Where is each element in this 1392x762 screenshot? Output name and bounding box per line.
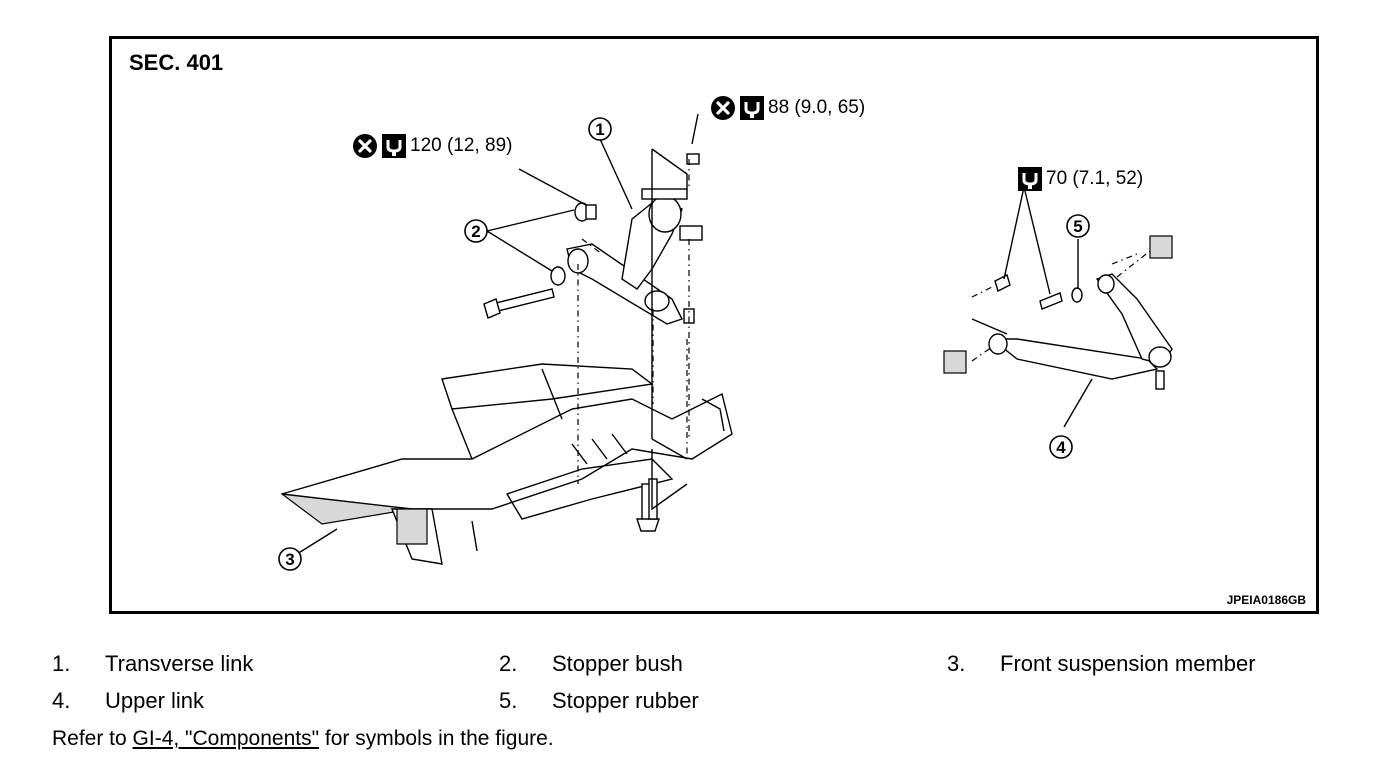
torque-value: 88 (9.0, 65) — [768, 97, 866, 118]
legend-label: Transverse link — [105, 651, 254, 676]
refer-prefix: Refer to — [52, 727, 133, 750]
figure-frame: SEC. 401 — [109, 36, 1319, 614]
fasteners-drawing — [483, 202, 1083, 520]
legend-label: Stopper rubber — [552, 688, 699, 713]
legend-label: Front suspension member — [1000, 651, 1256, 676]
refer-note: Refer to GI-4, "Components" for symbols … — [52, 727, 554, 751]
torque-spec-upper-link-bolt: 70 (7.1, 52) — [1018, 167, 1143, 191]
do-not-reuse-icon — [711, 96, 735, 120]
front-suspension-member-drawing — [280, 363, 733, 565]
torque-wrench-icon — [1018, 167, 1042, 191]
upper-link-drawing — [943, 235, 1173, 390]
do-not-reuse-icon — [353, 134, 377, 158]
callout-2: 2 — [464, 219, 488, 243]
torque-value: 70 (7.1, 52) — [1046, 168, 1144, 189]
figure-id: JPEIA0186GB — [1226, 593, 1306, 607]
torque-wrench-icon — [740, 96, 764, 120]
legend-label: Upper link — [105, 688, 205, 713]
legend-label: Stopper bush — [552, 651, 683, 676]
legend-number: 5. — [499, 688, 518, 713]
svg-text:5: 5 — [1073, 217, 1082, 236]
legend-number: 3. — [947, 651, 966, 676]
torque-spec-transverse-link-bolt: 120 (12, 89) — [352, 133, 512, 159]
components-link[interactable]: GI-4, "Components" — [132, 727, 320, 750]
svg-text:3: 3 — [285, 550, 294, 569]
svg-text:2: 2 — [471, 222, 480, 241]
transverse-link-drawing — [566, 153, 703, 325]
legend-number: 1. — [52, 651, 71, 676]
callout-5: 5 — [1066, 214, 1090, 238]
guide-lines — [577, 148, 1138, 511]
refer-suffix: for symbols in the figure. — [319, 727, 554, 750]
callout-4: 4 — [1049, 435, 1073, 459]
leader-lines — [296, 113, 1093, 555]
svg-text:4: 4 — [1056, 438, 1066, 457]
callout-1: 1 — [588, 117, 612, 141]
section-title: SEC. 401 — [129, 50, 224, 75]
torque-value: 120 (12, 89) — [410, 135, 513, 156]
torque-spec-transverse-link-nut: 88 (9.0, 65) — [710, 95, 865, 121]
exploded-view-drawing: 1 2 3 4 5 — [278, 113, 1173, 571]
legend-number: 4. — [52, 688, 71, 713]
callout-3: 3 — [278, 547, 302, 571]
legend-number: 2. — [499, 651, 518, 676]
torque-wrench-icon — [382, 134, 406, 158]
svg-text:1: 1 — [595, 120, 604, 139]
